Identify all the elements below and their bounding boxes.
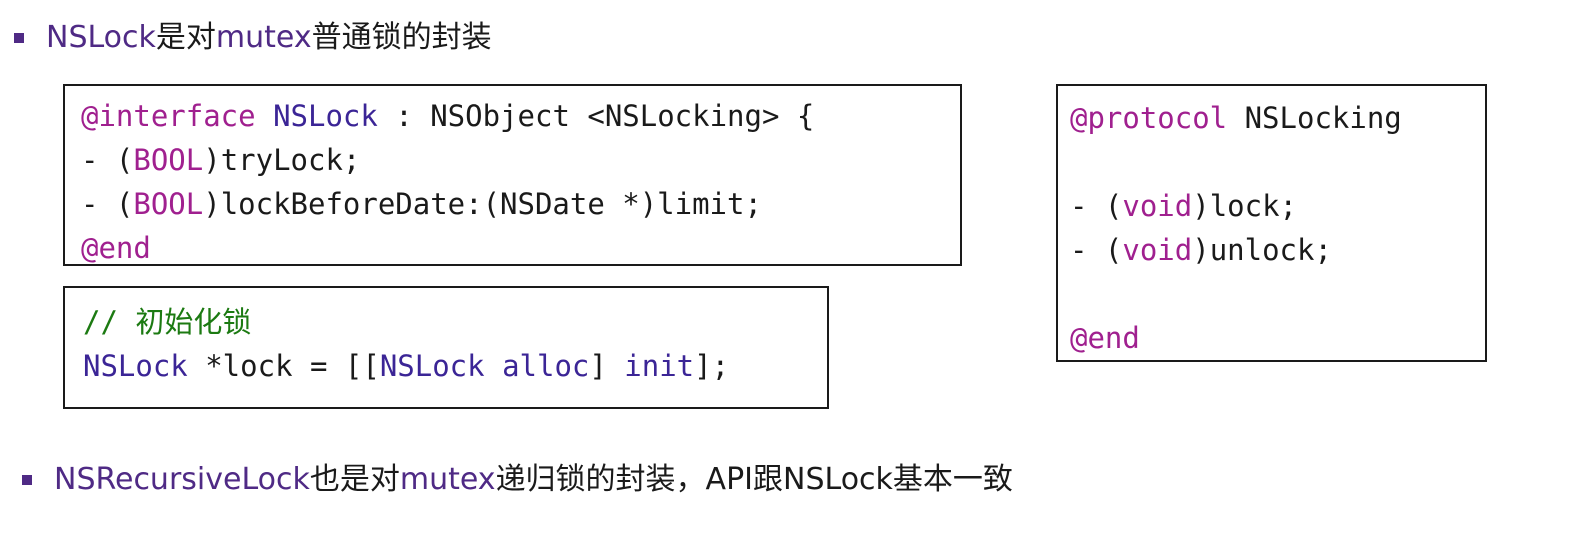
code-blank-line bbox=[1070, 140, 1485, 184]
bullet-text-part: 也是对 bbox=[309, 462, 400, 497]
code-line: @interface NSLock : NSObject <NSLocking>… bbox=[81, 94, 960, 138]
code-blank-line bbox=[1070, 272, 1485, 316]
code-text: ]; bbox=[694, 349, 730, 383]
bullet-text: NSLock是对mutex普通锁的封装 bbox=[46, 18, 492, 58]
code-keyword: @protocol bbox=[1070, 101, 1228, 135]
code-line: - (BOOL)tryLock; bbox=[81, 138, 960, 182]
bullet-square-icon bbox=[22, 475, 32, 485]
code-text bbox=[485, 349, 502, 383]
code-text: - ( bbox=[81, 143, 134, 177]
code-line: - (void)unlock; bbox=[1070, 228, 1485, 272]
bullet-nslock: NSLock是对mutex普通锁的封装 bbox=[14, 18, 492, 58]
code-text: *lock = [[ bbox=[187, 349, 380, 383]
code-line: - (BOOL)lockBeforeDate:(NSDate *)limit; bbox=[81, 182, 960, 226]
code-keyword: @end bbox=[1070, 321, 1140, 355]
code-box-init: // 初始化锁 NSLock *lock = [[NSLock alloc] i… bbox=[63, 286, 829, 409]
code-comment: // 初始化锁 bbox=[83, 305, 252, 339]
code-text: - ( bbox=[1070, 233, 1123, 267]
code-method: alloc bbox=[502, 349, 590, 383]
bullet-term-nslock: NSLock bbox=[46, 20, 156, 55]
bullet-text-part: 递归锁的封装，API跟NSLock基本一致 bbox=[495, 462, 1013, 497]
bullet-term-nsrecursivelock: NSRecursiveLock bbox=[54, 462, 310, 497]
code-keyword: @end bbox=[81, 231, 151, 265]
bullet-text: NSRecursiveLock也是对mutex递归锁的封装，API跟NSLock… bbox=[54, 460, 1013, 500]
code-type: BOOL bbox=[133, 143, 204, 177]
code-class-name: NSLock bbox=[379, 349, 485, 383]
bullet-square-icon bbox=[14, 33, 24, 43]
code-type: BOOL bbox=[133, 187, 204, 221]
code-text: )tryLock; bbox=[203, 143, 361, 177]
code-line: // 初始化锁 bbox=[83, 300, 827, 344]
code-text: ] bbox=[589, 349, 625, 383]
code-class-name: NSLock bbox=[83, 349, 188, 383]
code-box-protocol: @protocol NSLocking - (void)lock; - (voi… bbox=[1056, 84, 1487, 362]
bullet-nsrecursivelock: NSRecursiveLock也是对mutex递归锁的封装，API跟NSLock… bbox=[22, 460, 1013, 500]
code-text: - ( bbox=[81, 187, 134, 221]
bullet-term-mutex: mutex bbox=[399, 462, 496, 497]
code-text: )unlock; bbox=[1192, 233, 1332, 267]
code-line: @protocol NSLocking bbox=[1070, 96, 1485, 140]
code-text: - ( bbox=[1070, 189, 1123, 223]
code-text: NSLocking bbox=[1227, 101, 1402, 135]
code-line: NSLock *lock = [[NSLock alloc] init]; bbox=[83, 344, 827, 388]
bullet-text-part: 普通锁的封装 bbox=[311, 20, 492, 55]
code-line: @end bbox=[81, 226, 960, 270]
code-text: )lockBeforeDate:(NSDate *)limit; bbox=[203, 187, 762, 221]
bullet-term-mutex: mutex bbox=[215, 20, 312, 55]
code-line: - (void)lock; bbox=[1070, 184, 1485, 228]
bullet-text-part: 是对 bbox=[155, 20, 216, 55]
code-text bbox=[256, 99, 273, 133]
code-keyword: @interface bbox=[81, 99, 256, 133]
code-class-name: NSLock bbox=[273, 99, 378, 133]
code-text: )lock; bbox=[1192, 189, 1297, 223]
code-line: @end bbox=[1070, 316, 1485, 360]
code-box-interface: @interface NSLock : NSObject <NSLocking>… bbox=[63, 84, 962, 266]
code-text: : NSObject <NSLocking> { bbox=[377, 99, 815, 133]
code-method: init bbox=[624, 349, 695, 383]
code-type: void bbox=[1122, 189, 1193, 223]
code-type: void bbox=[1122, 233, 1193, 267]
